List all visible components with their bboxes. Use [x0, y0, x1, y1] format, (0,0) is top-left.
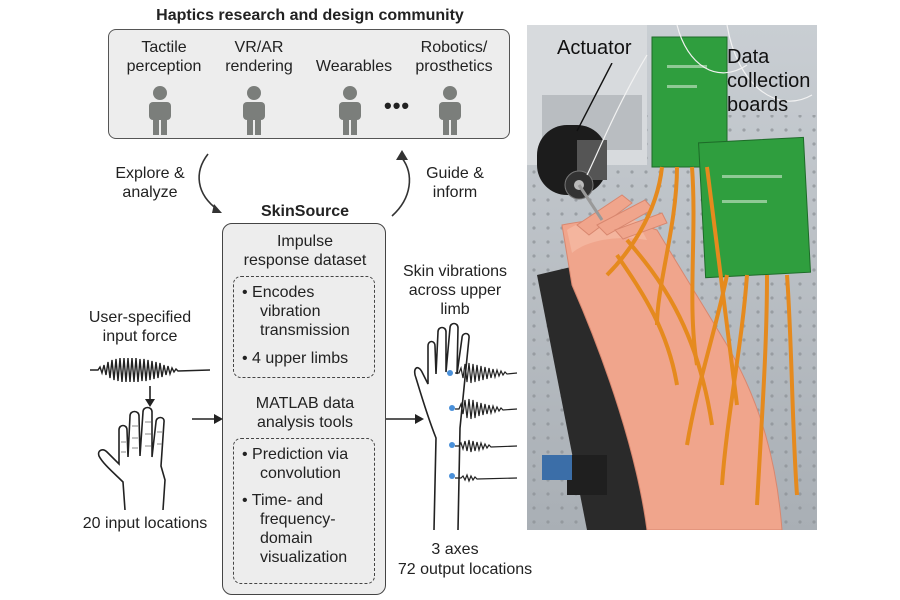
force-down-arrow-icon — [145, 386, 155, 407]
explore-arrow-icon — [198, 153, 222, 213]
community-box: Tactile perception VR/AR rendering Weara… — [108, 29, 510, 139]
actuator-label: Actuator — [557, 37, 632, 59]
guide-arrow-icon — [391, 150, 411, 217]
input-force-label: User-specified input force — [88, 309, 192, 345]
axes-label: 3 axes — [431, 541, 479, 558]
output-locations-label: 72 output locations — [397, 561, 533, 578]
person-icon — [439, 86, 461, 135]
actuator-pointer-line — [576, 63, 613, 132]
input-hand-icon — [97, 406, 166, 511]
skinsource-box: Impulse response dataset • Encodes vibra… — [222, 223, 386, 595]
input-locations-label: 20 input locations — [82, 515, 208, 532]
skinsource-title: SkinSource — [260, 203, 350, 220]
output-point-1 — [447, 370, 453, 376]
bullet-upper-limbs: • 4 upper limbs — [242, 350, 349, 367]
output-arrow-icon — [386, 414, 424, 424]
category-wearables: Wearables — [315, 58, 393, 75]
ellipsis: ••• — [384, 93, 411, 118]
output-point-3 — [449, 442, 455, 448]
person-icon — [243, 86, 265, 135]
data-boards-label: Data collection boards — [727, 46, 811, 116]
bullet-prediction: • Prediction via convolution — [242, 446, 349, 482]
dataset-bullets-box: • Encodes vibration transmission • 4 upp… — [233, 276, 375, 378]
person-icon — [149, 86, 171, 135]
category-tactile-perception: Tactile perception — [126, 39, 202, 75]
person-icon — [339, 86, 361, 135]
output-waveforms — [455, 362, 518, 483]
experiment-photo: Actuator Data collection boards — [527, 25, 817, 530]
output-point-2 — [449, 405, 455, 411]
input-force-waveform — [90, 357, 210, 383]
category-vr-ar-rendering: VR/AR rendering — [225, 39, 293, 75]
tools-bullets-box: • Prediction via convolution • Time- and… — [233, 438, 375, 584]
input-arrow-icon — [192, 414, 223, 424]
community-title: Haptics research and design community — [156, 7, 464, 24]
output-point-4 — [449, 473, 455, 479]
bullet-encodes: • Encodes vibration transmission — [242, 284, 350, 339]
experiment-illustration — [527, 25, 817, 530]
dataset-heading: Impulse response dataset — [243, 233, 367, 269]
bullet-visualization: • Time- and frequency- domain visualizat… — [242, 492, 348, 566]
tools-heading: MATLAB data analysis tools — [255, 395, 355, 431]
guide-inform-label: Guide & inform — [426, 165, 484, 201]
category-robotics-prosthetics: Robotics/ prosthetics — [415, 39, 493, 75]
skin-vibrations-label: Skin vibrations across upper limb — [402, 263, 508, 318]
explore-analyze-label: Explore & analyze — [115, 165, 185, 201]
